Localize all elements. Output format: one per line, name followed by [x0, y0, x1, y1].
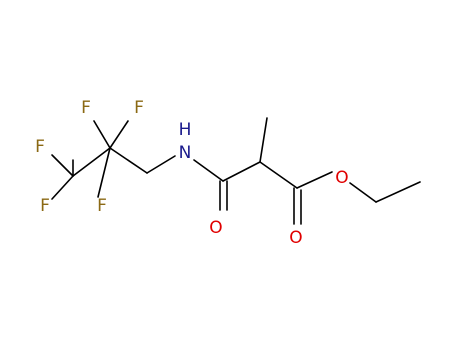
atom-o-amide: O	[209, 218, 222, 238]
bond-c2-f-topleft	[93, 120, 111, 149]
bond-c1-f-bottom	[51, 175, 74, 200]
bond-c5-c6	[259, 161, 298, 189]
bond-c2-c3	[109, 147, 148, 174]
bond-c1-f-left	[51, 154, 74, 177]
atom-f2: F	[134, 98, 144, 118]
atom-f5: F	[97, 196, 107, 216]
atom-f3: F	[35, 137, 45, 157]
atom-h1: H	[179, 120, 192, 140]
bond-c3-n	[146, 155, 176, 174]
bond-c7-c8	[375, 181, 421, 203]
bond-o-ester-c7	[349, 182, 377, 203]
bonds	[51, 117, 421, 225]
atom-f4: F	[40, 196, 50, 216]
atom-o-ester: O	[335, 168, 348, 188]
atom-f1: F	[81, 98, 91, 118]
bond-c6-o-ester	[296, 171, 333, 189]
bond-c4-c5	[222, 161, 261, 182]
bond-c5-methyl	[259, 117, 268, 163]
bond-c2-f-topright	[109, 120, 129, 149]
bond-c1-c2	[72, 147, 111, 177]
atom-labels: F F F F F H N O O O	[35, 98, 349, 248]
atom-n1: N	[179, 143, 192, 163]
atom-o-carbonyl: O	[289, 228, 302, 248]
bond-n-c4	[193, 159, 224, 182]
bond-c2-f-bottomright	[97, 147, 111, 198]
